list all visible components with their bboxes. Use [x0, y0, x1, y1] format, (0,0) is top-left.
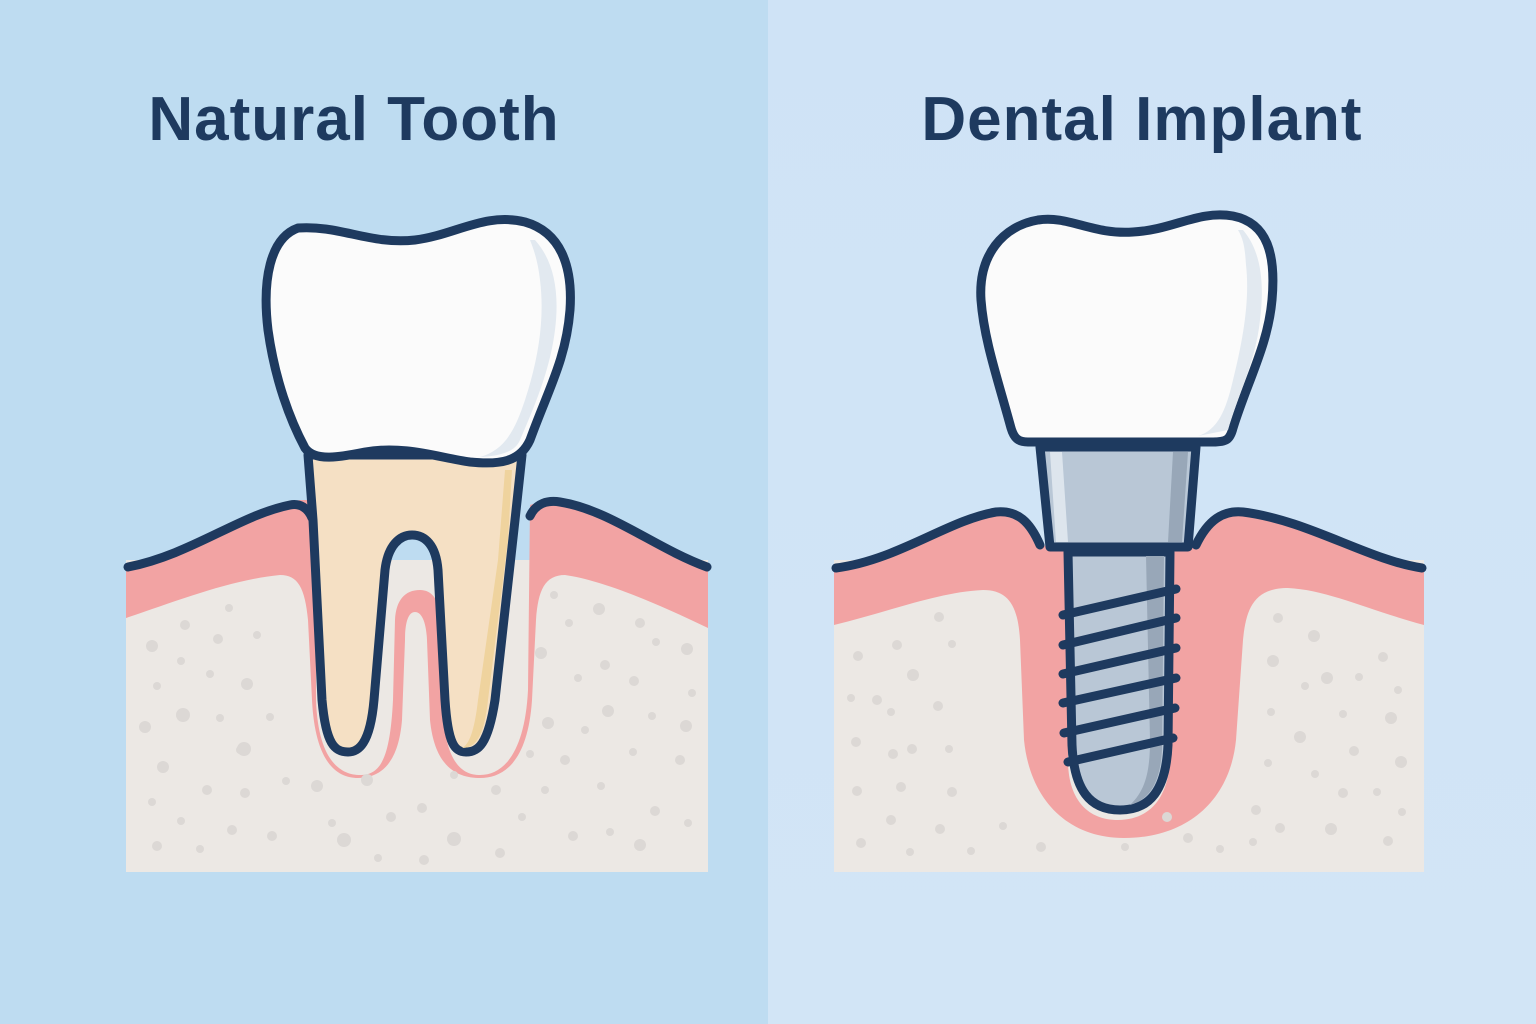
crown-shading [1198, 230, 1262, 436]
bone-texture-dots [847, 612, 1407, 856]
natural-tooth-illustration [123, 215, 712, 872]
dental-implant-title: Dental Implant [921, 85, 1363, 154]
dental-implant-illustration [831, 210, 1427, 872]
tooth-root [303, 450, 527, 757]
gumline-right [1191, 507, 1427, 573]
bone-texture-dots [139, 591, 696, 865]
gumline-right [525, 496, 712, 572]
root-shading [462, 470, 512, 748]
gumline-left [123, 500, 317, 572]
gum-tissue [126, 500, 708, 778]
gumline-left [831, 507, 1045, 573]
implant-abutment [1035, 442, 1201, 552]
tooth-crown [261, 215, 575, 468]
abutment-highlight [1050, 452, 1068, 542]
abutment-shading [1168, 452, 1188, 542]
natural-tooth-panel: Natural Tooth [0, 0, 768, 1024]
implant-crown [976, 210, 1278, 447]
natural-tooth-title: Natural Tooth [148, 85, 560, 154]
screw-threads [1058, 584, 1181, 767]
dental-implant-panel: Dental Implant [768, 0, 1536, 1024]
crown-shading [480, 240, 557, 457]
